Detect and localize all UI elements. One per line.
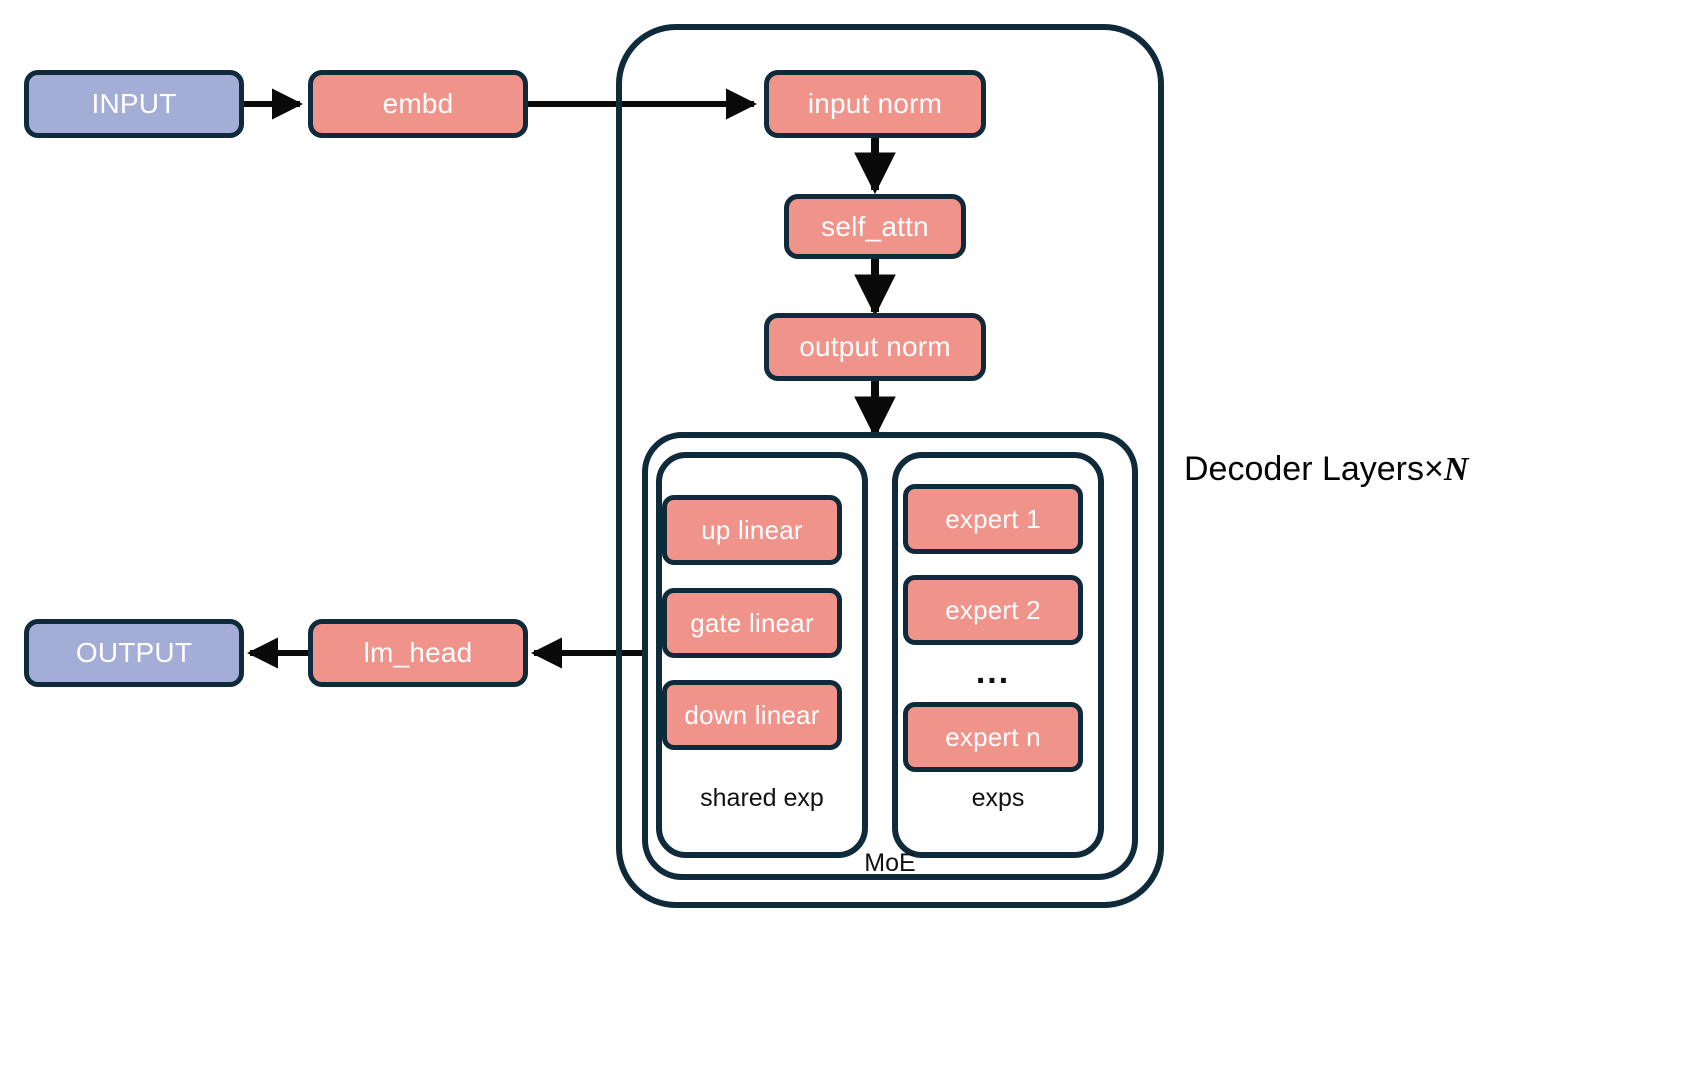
node-self-attn[interactable]: self_attn [784, 194, 966, 259]
node-embd[interactable]: embd [308, 70, 528, 138]
node-expert-n[interactable]: expert n [903, 702, 1083, 772]
node-output-norm[interactable]: output norm [764, 313, 986, 381]
exps-label: exps [971, 784, 1025, 812]
moe-group [642, 432, 1138, 880]
node-gate-linear[interactable]: gate linear [662, 588, 842, 658]
decoder-layers-label: Decoder Layers×N [1184, 450, 1468, 489]
node-up-linear[interactable]: up linear [662, 495, 842, 565]
decoder-layers-group [616, 24, 1164, 908]
node-down-linear[interactable]: down linear [662, 680, 842, 750]
moe-label: MoE [864, 849, 916, 877]
node-expert-1[interactable]: expert 1 [903, 484, 1083, 554]
exps-group [892, 452, 1104, 858]
node-input-norm[interactable]: input norm [764, 70, 986, 138]
node-input[interactable]: INPUT [24, 70, 244, 138]
decoder-layers-label-prefix: Decoder Layers× [1184, 450, 1444, 488]
node-lm-head[interactable]: lm_head [308, 619, 528, 687]
shared-exp-label: shared exp [700, 784, 824, 812]
shared-exp-group [656, 452, 868, 858]
node-output[interactable]: OUTPUT [24, 619, 244, 687]
decoder-layers-count-variable: N [1443, 451, 1469, 488]
node-expert-2[interactable]: expert 2 [903, 575, 1083, 645]
experts-ellipsis: ... [975, 653, 1011, 691]
